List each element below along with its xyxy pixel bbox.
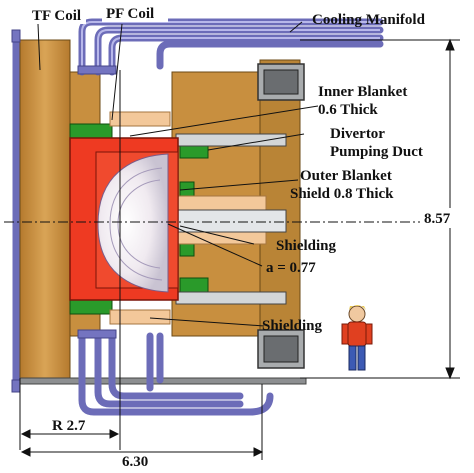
- cooling-manifold-label: Cooling Manifold: [312, 12, 426, 28]
- leader-lines: [37, 21, 319, 327]
- tf-coil-label: TF Coil: [32, 8, 81, 24]
- inner-blanket-label: Inner Blanket: [318, 84, 407, 100]
- divertor-ducts: [175, 133, 287, 305]
- pf-coil-label-bg: [102, 4, 168, 22]
- height-dimension-label: 8.57: [424, 211, 451, 227]
- tf-coil-label-bg: [28, 6, 86, 24]
- outer-blanket-label: Outer Blanket: [300, 168, 392, 184]
- divertor-label: Divertor: [330, 126, 385, 142]
- pumping-duct-label: Pumping Duct: [330, 144, 423, 160]
- lower-port-box: [257, 329, 305, 369]
- outer-radius-label: 6.30: [122, 454, 148, 468]
- major-radius-label: R 2.7: [52, 418, 86, 434]
- plasma-region: [97, 153, 169, 293]
- pipe-highlights: [81, 21, 380, 72]
- outer-blanket-thickness-label: Shield 0.8 Thick: [290, 186, 394, 202]
- person-figure: [341, 305, 373, 371]
- pf-coil-label: PF Coil: [106, 6, 154, 22]
- centerlines: [4, 70, 470, 450]
- upper-port-box: [257, 63, 305, 101]
- minor-radius-label: a = 0.77: [266, 260, 316, 276]
- inner-blanket-thickness-label: 0.6 Thick: [318, 102, 378, 118]
- shielding-low-label: Shielding: [262, 318, 323, 334]
- height-label-bg: [420, 208, 470, 228]
- pipe-fittings: [11, 29, 117, 393]
- dimension-lines: [20, 38, 460, 460]
- shielding-mid-label: Shielding: [276, 238, 337, 254]
